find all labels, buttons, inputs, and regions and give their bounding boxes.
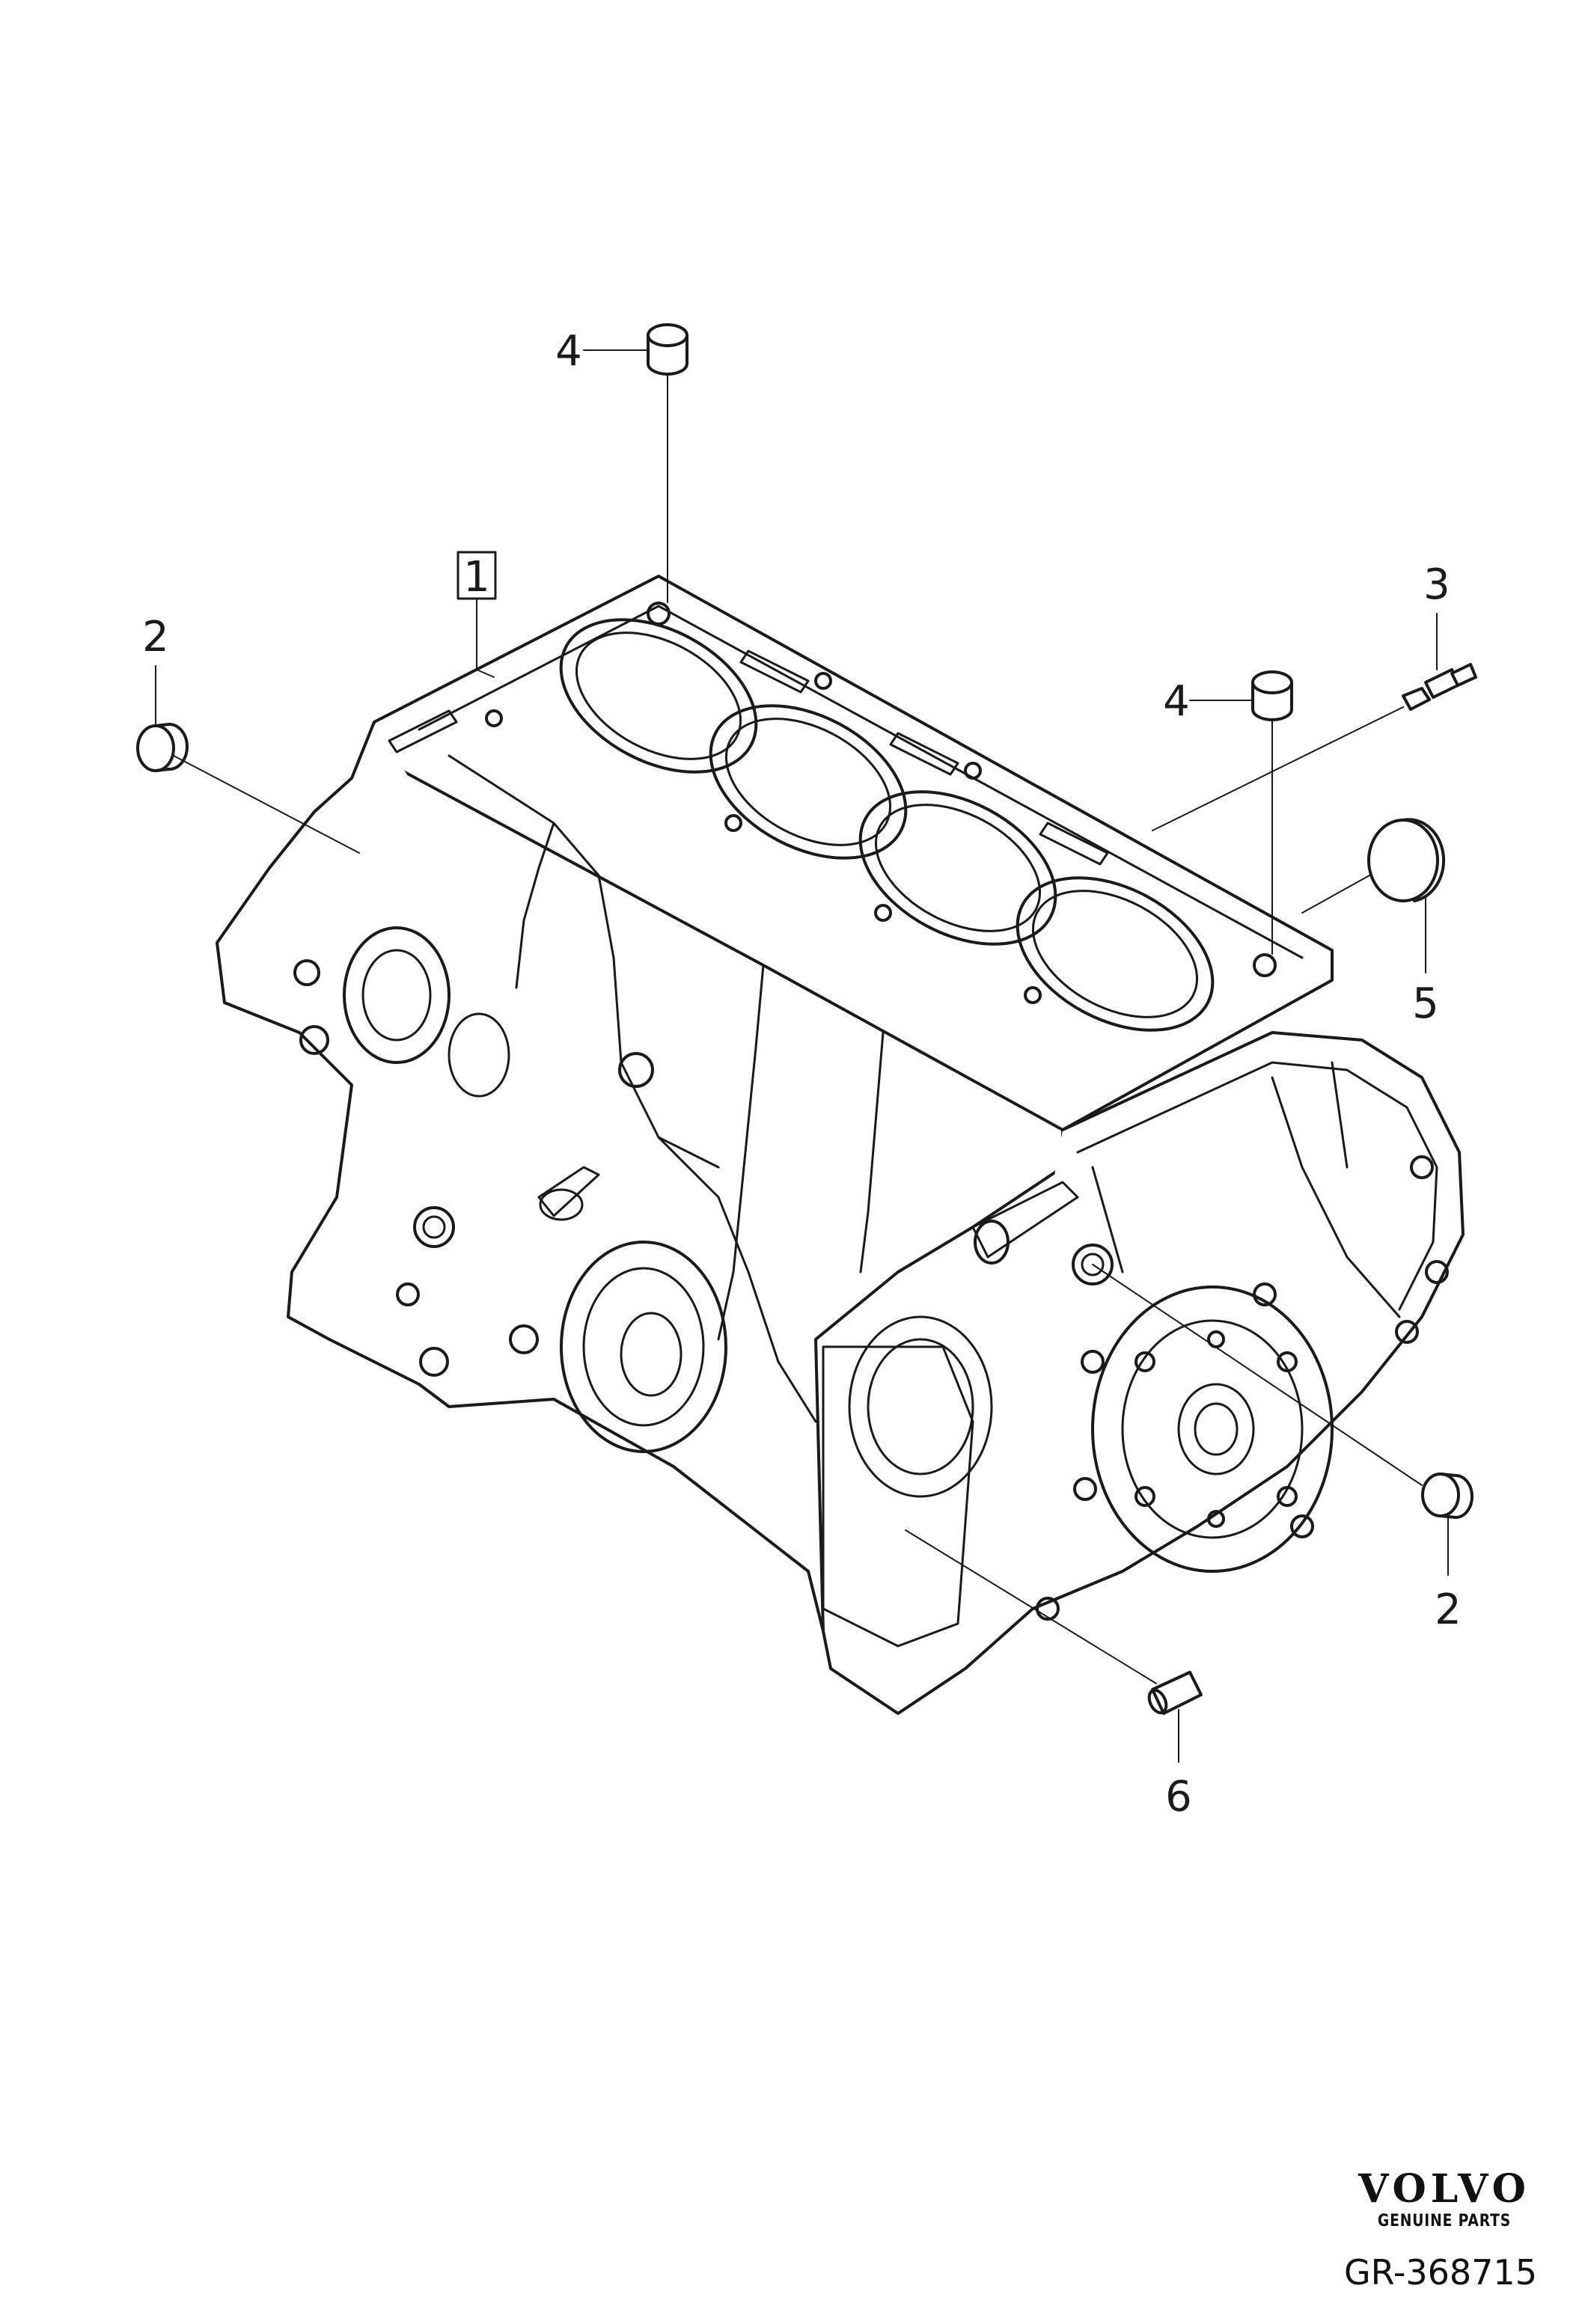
callout-6: 6	[1165, 1773, 1192, 1821]
diagram-reference-number: GR-368715	[1344, 2252, 1537, 2293]
front-crank-boss	[560, 1241, 727, 1453]
dowel-sleeve-mid	[1251, 670, 1293, 721]
plug-left	[136, 723, 189, 772]
callout-2-left: 2	[142, 613, 169, 661]
cylinder-bore-3	[858, 790, 1057, 946]
cylinder-bore-1	[559, 618, 758, 774]
cylinder-bore-4	[1016, 876, 1215, 1032]
genuine-parts-label: GENUINE PARTS	[1377, 2212, 1512, 2230]
plug-right	[1421, 1473, 1474, 1519]
rear-main-seal	[1091, 1285, 1334, 1573]
block-top-deck	[373, 575, 1334, 1131]
callout-1: 1	[463, 553, 490, 602]
block-left-wall	[216, 721, 967, 1715]
callout-3: 3	[1423, 560, 1450, 609]
callout-4-mid: 4	[1163, 677, 1190, 726]
dowel-sleeve-top	[647, 323, 688, 376]
rear-flange	[964, 1031, 1465, 1670]
engine-block	[216, 575, 1465, 1715]
core-plug	[1367, 818, 1446, 902]
callout-4-top: 4	[555, 327, 582, 376]
dowel-pin	[1147, 1671, 1203, 1715]
callout-5: 5	[1412, 979, 1439, 1028]
volvo-logo: VOLVO	[1358, 2166, 1530, 2212]
volvo-brand-mark: VOLVO GENUINE PARTS	[1347, 2166, 1542, 2231]
callout-2-right: 2	[1435, 1585, 1462, 1634]
sensor-plug	[1402, 663, 1477, 711]
cylinder-bore-2	[709, 704, 908, 860]
